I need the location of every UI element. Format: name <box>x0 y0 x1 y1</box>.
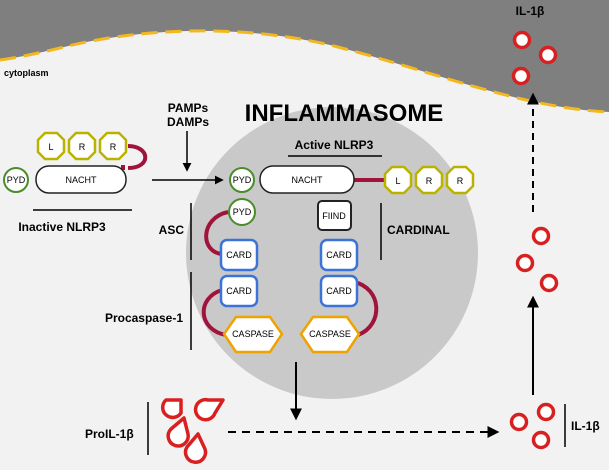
proil1b-molecule <box>183 432 208 464</box>
lrr-r-domain <box>445 165 475 195</box>
caspase-domain <box>222 315 284 354</box>
svg-text:R: R <box>426 176 433 186</box>
lrr-r-domain <box>67 131 97 161</box>
membrane-line <box>0 29 609 114</box>
pyd-domain <box>228 198 256 226</box>
card-domain <box>319 274 359 308</box>
il1b-mature-cluster <box>509 402 556 450</box>
nlrp3-linker <box>121 144 148 170</box>
damps-label: DAMPs <box>167 115 209 129</box>
svg-text:L: L <box>395 176 400 186</box>
svg-text:R: R <box>79 142 86 152</box>
inflammasome-title: INFLAMMASOME <box>245 100 444 127</box>
lrr-r-domain <box>414 165 444 195</box>
il1b-molecule <box>539 273 559 293</box>
fiind-domain <box>317 200 352 231</box>
nacht-domain <box>35 165 127 194</box>
active-nlrp3: Active NLRP3 PYD NACHT L R R <box>229 138 475 195</box>
il1b-bottom-label: IL-1β <box>571 419 600 433</box>
il1b-molecule <box>512 30 532 50</box>
procaspase-linker <box>201 288 227 337</box>
asc-label: ASC <box>159 223 185 237</box>
svg-text:CASPASE: CASPASE <box>232 329 274 339</box>
caspase-domain <box>299 315 361 354</box>
pyd-domain <box>3 167 29 193</box>
cardinal-label: CARDINAL <box>387 223 450 237</box>
svg-text:CARD: CARD <box>326 250 352 260</box>
il1b-secreted-cluster <box>511 30 558 86</box>
il1b-molecule <box>511 66 531 86</box>
il1b-top-label: IL-1β <box>516 4 545 18</box>
svg-text:PYD: PYD <box>233 175 252 185</box>
il1b-cytosolic-cluster <box>515 226 559 293</box>
cytoplasm-label: cytoplasm <box>4 68 49 78</box>
nacht-domain <box>259 165 355 194</box>
proil1b-molecule <box>193 397 225 422</box>
svg-text:CARD: CARD <box>226 250 252 260</box>
svg-text:FIIND: FIIND <box>322 211 346 221</box>
pamps-label: PAMPs <box>168 101 209 115</box>
il1b-molecule <box>531 430 551 450</box>
proil1b-label: ProIL-1β <box>85 427 134 441</box>
svg-text:PYD: PYD <box>233 207 252 217</box>
svg-text:NACHT: NACHT <box>292 175 324 185</box>
svg-text:R: R <box>110 142 117 152</box>
proil1b-cluster <box>160 397 225 464</box>
asc-procaspase-chain: PYD CARD CARD CASPASE <box>201 198 284 354</box>
svg-text:CARD: CARD <box>226 286 252 296</box>
svg-text:R: R <box>457 176 464 186</box>
lrr-l-domain <box>383 165 413 195</box>
extracellular-region <box>0 0 609 112</box>
proil1b-molecule <box>160 398 183 420</box>
card-domain <box>219 274 259 308</box>
il1b-molecule <box>531 226 551 246</box>
cardinal-linker <box>353 280 379 337</box>
pyd-label: PYD <box>7 175 26 185</box>
pyd-domain <box>229 167 255 193</box>
cardinal-chain: FIIND CARD CARD CASPASE <box>299 200 379 354</box>
nacht-label: NACHT <box>66 175 98 185</box>
il1b-molecule <box>509 412 529 432</box>
svg-text:CASPASE: CASPASE <box>309 329 351 339</box>
il1b-molecule <box>515 253 535 273</box>
inactive-nlrp3-label: Inactive NLRP3 <box>18 220 106 234</box>
card-domain <box>219 238 259 272</box>
il1b-molecule <box>538 45 558 65</box>
svg-text:L: L <box>48 142 53 152</box>
procaspase-label: Procaspase-1 <box>105 311 183 325</box>
il1b-molecule <box>536 402 556 422</box>
proil1b-molecule <box>166 416 190 448</box>
inactive-nlrp3: PYD NACHT L R R Inactive NLRP3 <box>3 131 148 234</box>
lrr-r-domain <box>98 131 128 161</box>
lrr-l-domain <box>36 131 66 161</box>
asc-linker <box>204 210 229 256</box>
active-nlrp3-label: Active NLRP3 <box>295 138 374 152</box>
card-domain <box>319 238 359 272</box>
svg-text:CARD: CARD <box>326 286 352 296</box>
